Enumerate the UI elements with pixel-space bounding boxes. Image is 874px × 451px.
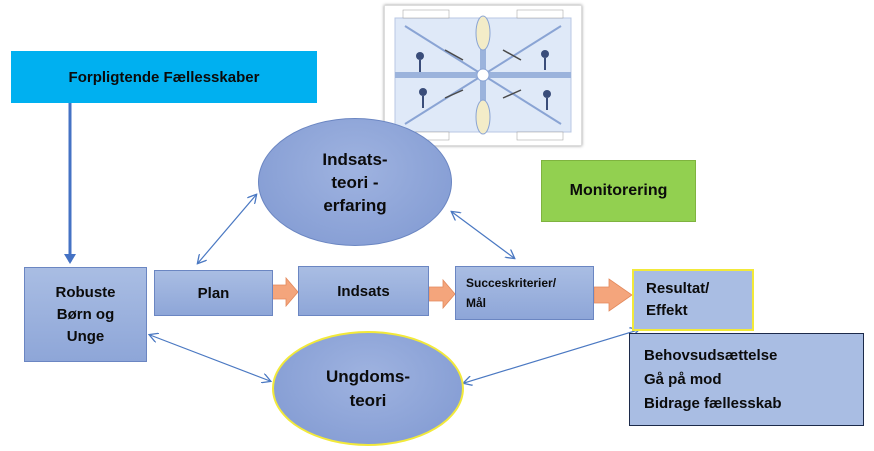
robuste-boern-og-unge-box: Robuste Børn og Unge <box>24 267 147 362</box>
robuste-line-3: Unge <box>66 327 105 345</box>
ungdomsteori-ellipse: Ungdoms- teori <box>272 331 464 446</box>
monitorering-box: Monitorering <box>541 160 696 222</box>
succeskriterier-box: Succeskriterier/ Mål <box>455 266 594 320</box>
arrow-robuste-ungdomsteori <box>150 335 270 381</box>
quadrant-figure-thumbnail <box>384 5 582 146</box>
plan-label: Plan <box>197 284 230 302</box>
arrow-indsatsteori-succes <box>452 212 514 258</box>
robuste-line-1: Robuste <box>55 283 116 301</box>
indsats-box: Indsats <box>298 266 429 316</box>
succes-line-2: Mål <box>466 296 487 310</box>
arrow-ungdomsteori-resultat <box>464 330 638 383</box>
quadrant-figure-image <box>394 9 572 141</box>
orange-arrow-succes-resultat <box>593 278 633 312</box>
orange-arrow-indsats-succes <box>428 278 456 310</box>
forpligtende-faellesskaber-label: Forpligtende Fællesskaber <box>68 68 260 86</box>
behov-box: Behovsudsættelse Gå på mod Bidrage fælle… <box>629 333 864 426</box>
behov-line-2: Gå på mod <box>644 370 722 388</box>
orange-arrow-plan-indsats <box>270 276 299 308</box>
forpligtende-faellesskaber-box: Forpligtende Fællesskaber <box>11 51 317 103</box>
indsatsteori-line-2: teori - <box>331 172 379 192</box>
behov-line-3: Bidrage fællesskab <box>644 394 782 412</box>
monitorering-label: Monitorering <box>569 182 668 199</box>
robuste-line-2: Børn og <box>56 305 115 323</box>
indsatsteori-line-1: Indsats- <box>322 149 388 169</box>
indsatsteori-ellipse: Indsats- teori - erfaring <box>258 118 452 246</box>
resultat-effekt-box: Resultat/ Effekt <box>632 269 754 331</box>
indsatsteori-line-3: erfaring <box>323 195 387 215</box>
indsats-label: Indsats <box>337 282 390 300</box>
ungdomsteori-line-1: Ungdoms- <box>325 366 411 386</box>
resultat-line-2: Effekt <box>646 302 688 319</box>
arrow-plan-indsatsteori <box>198 195 256 263</box>
succes-line-1: Succeskriterier/ <box>466 276 557 290</box>
ungdomsteori-line-2: teori <box>349 390 387 410</box>
behov-line-1: Behovsudsættelse <box>644 346 778 364</box>
plan-box: Plan <box>154 270 273 316</box>
resultat-line-1: Resultat/ <box>646 280 710 297</box>
